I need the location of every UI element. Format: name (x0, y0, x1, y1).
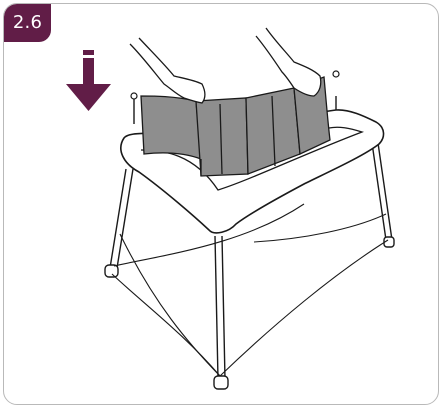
arrow-down-icon (66, 50, 111, 111)
mattress-panel (140, 76, 331, 177)
mesh-skirt (111, 203, 389, 377)
instruction-panel: 2.6 (3, 3, 439, 405)
corner-clips (130, 70, 340, 100)
front-left-leg (104, 168, 134, 278)
front-center-leg (213, 235, 229, 390)
step-number-badge: 2.6 (4, 4, 51, 42)
hands (129, 27, 322, 104)
travel-cot-illustration (66, 27, 395, 390)
back-legs (133, 96, 395, 248)
